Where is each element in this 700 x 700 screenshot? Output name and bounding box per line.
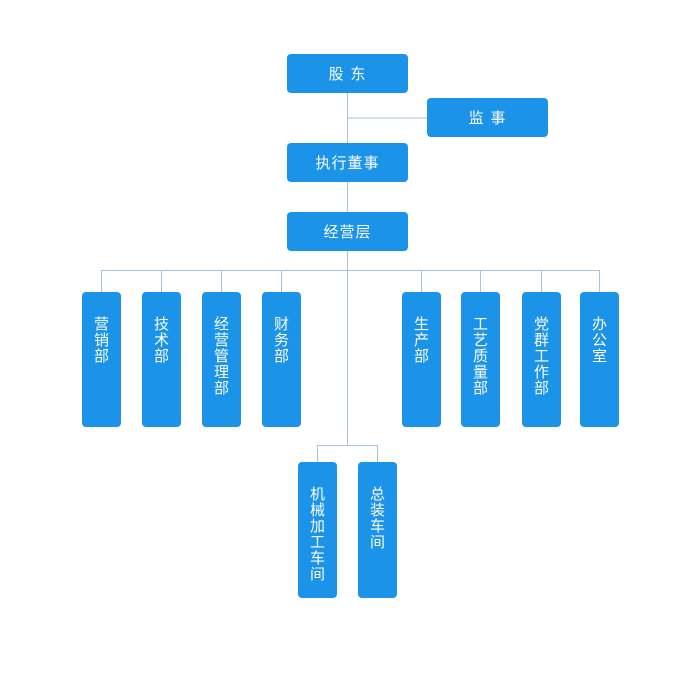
node-marketing-label: 营销部 [93, 315, 109, 365]
node-marketing[interactable]: 营销部 [82, 292, 121, 427]
node-production-label: 生产部 [413, 315, 429, 365]
node-business-management[interactable]: 经营管理部 [202, 292, 241, 427]
node-assembly-workshop-label: 总装车间 [369, 485, 385, 551]
node-business-management-label: 经营管理部 [213, 315, 229, 397]
node-machining-workshop[interactable]: 机械加工车间 [298, 462, 337, 598]
node-management-label: 经营层 [323, 223, 372, 241]
node-party-affairs-label: 党群工作部 [533, 315, 549, 397]
node-office-label: 办公室 [591, 315, 607, 365]
node-process-quality[interactable]: 工艺质量部 [461, 292, 500, 427]
node-technology-label: 技术部 [153, 315, 169, 365]
node-finance[interactable]: 财务部 [262, 292, 301, 427]
node-finance-label: 财务部 [273, 315, 289, 365]
node-management[interactable]: 经营层 [287, 212, 408, 251]
node-office[interactable]: 办公室 [580, 292, 619, 427]
node-executive-director-label: 执行董事 [315, 154, 380, 172]
node-machining-workshop-label: 机械加工车间 [309, 485, 325, 583]
node-assembly-workshop[interactable]: 总装车间 [358, 462, 397, 598]
node-executive-director[interactable]: 执行董事 [287, 143, 408, 182]
node-process-quality-label: 工艺质量部 [472, 315, 488, 397]
node-supervisor[interactable]: 监 事 [427, 98, 548, 137]
node-party-affairs[interactable]: 党群工作部 [522, 292, 561, 427]
node-shareholders-label: 股 东 [328, 65, 367, 83]
node-technology[interactable]: 技术部 [142, 292, 181, 427]
node-production[interactable]: 生产部 [402, 292, 441, 427]
node-shareholders[interactable]: 股 东 [287, 54, 408, 93]
node-supervisor-label: 监 事 [468, 109, 507, 127]
